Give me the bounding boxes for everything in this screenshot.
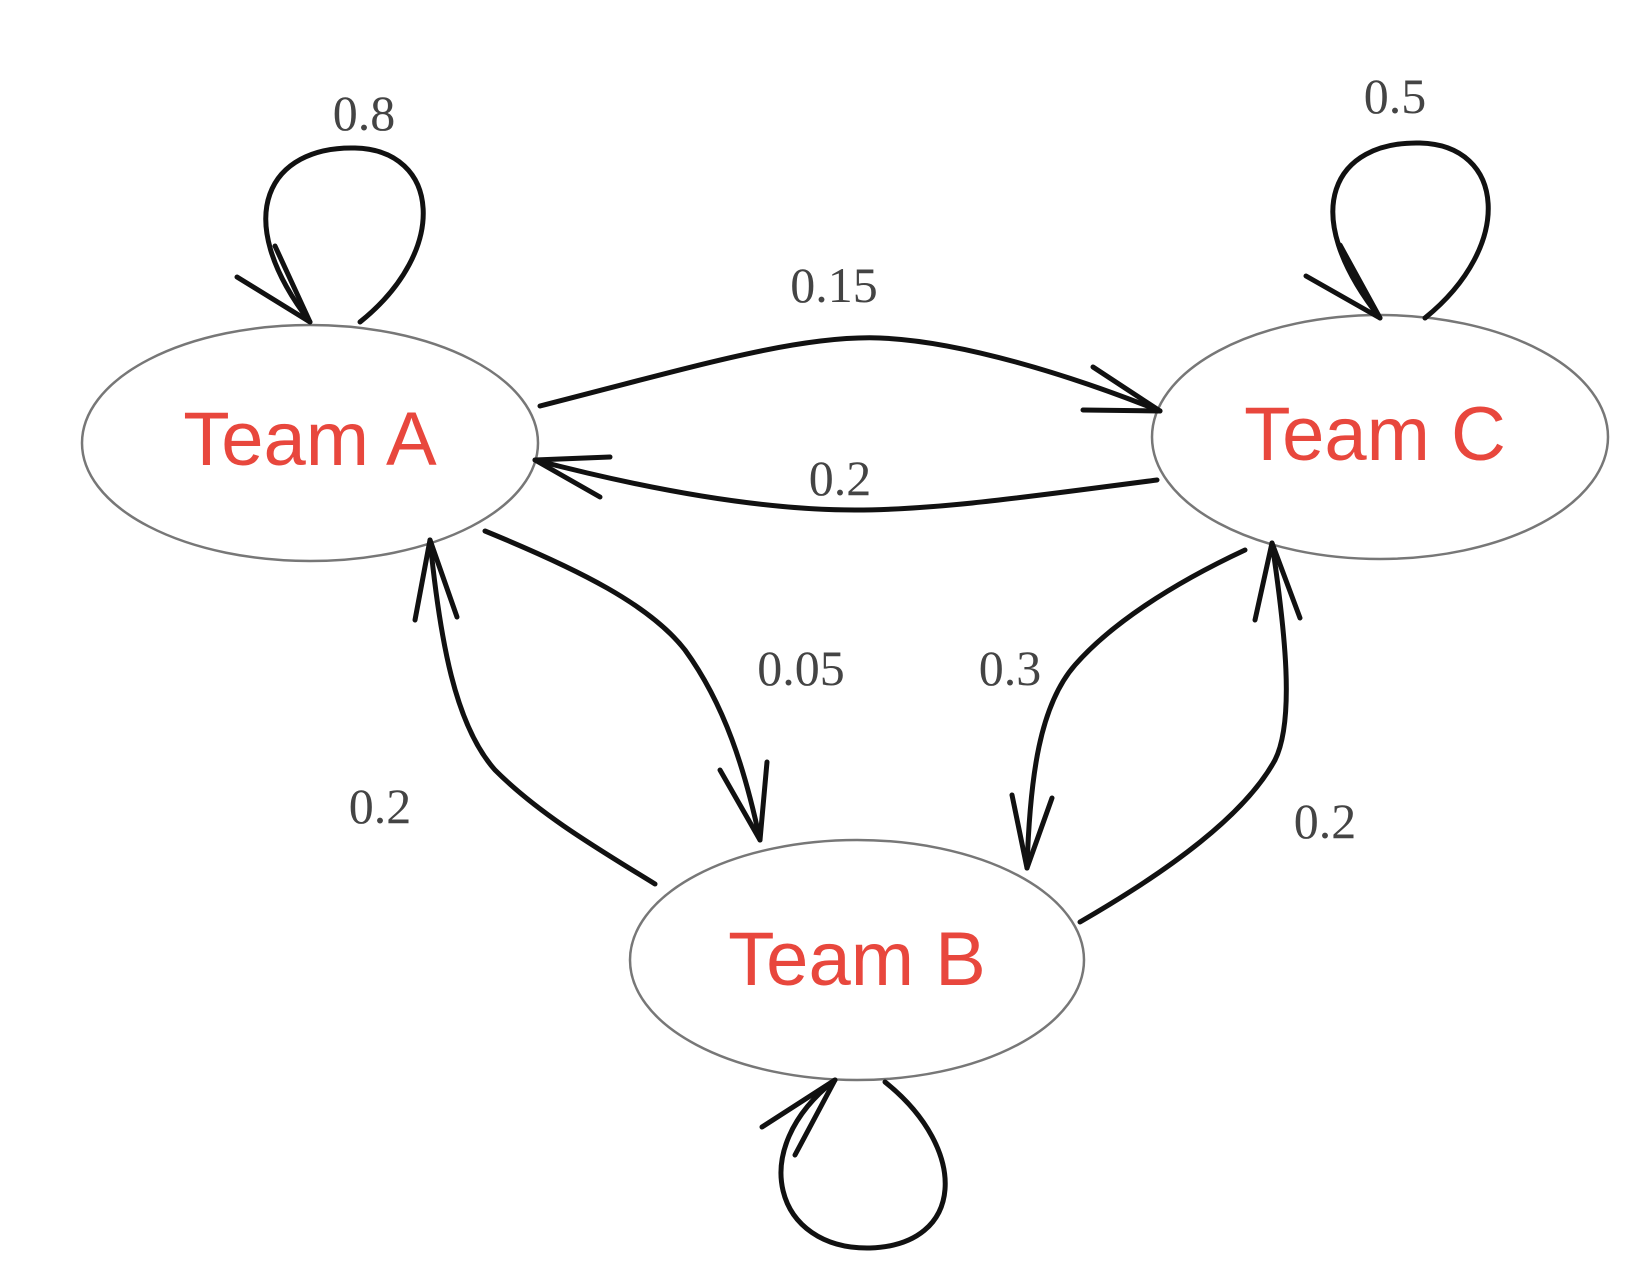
edge-a-to-a-arrowhead: [234, 243, 313, 325]
node-team-b: Team B: [628, 838, 1086, 1082]
edge-b-to-a: [412, 537, 658, 887]
edge-a-to-c-line: [537, 335, 1163, 414]
edge-a-to-c: [537, 335, 1163, 414]
edge-b-to-b-arrowhead: [759, 1077, 838, 1158]
edge-b-to-c-arrowhead: [1252, 540, 1303, 623]
edge-c-to-a-line: [532, 457, 1160, 513]
edge-c-to-c-arrowhead: [1303, 242, 1383, 321]
edge-a-to-a-label: 0.8: [333, 85, 396, 141]
edge-b-to-c-line: [1077, 540, 1289, 925]
edge-c-to-c-line: [1330, 140, 1491, 321]
edge-c-to-a-arrowhead: [532, 454, 613, 500]
node-team-c: Team C: [1150, 313, 1610, 561]
node-team-b-label: Team B: [728, 917, 986, 1002]
edge-a-to-a-line: [263, 145, 426, 325]
edge-c-to-c: [1303, 140, 1491, 321]
edge-b-to-c-label: 0.2: [1294, 793, 1357, 849]
edge-c-to-a: [532, 454, 1160, 513]
edge-c-to-b-label: 0.3: [979, 640, 1042, 696]
edge-a-to-c-label: 0.15: [790, 257, 878, 313]
edge-a-to-b-line: [482, 528, 763, 843]
edge-b-to-a-label: 0.2: [349, 778, 412, 834]
edge-c-to-b-arrowhead: [1009, 792, 1055, 871]
edge-b-to-c: [1077, 540, 1303, 925]
node-team-a-ellipse: [80, 323, 540, 563]
edge-c-to-a-label: 0.2: [809, 450, 872, 506]
edge-b-to-b: [759, 1077, 948, 1251]
edge-a-to-a: [234, 145, 426, 325]
node-team-c-label: Team C: [1244, 392, 1506, 477]
edge-c-to-c-label: 0.5: [1364, 68, 1427, 124]
edge-b-to-a-arrowhead: [412, 537, 460, 623]
edge-a-to-b: [482, 528, 770, 843]
edge-b-to-b-line: [778, 1077, 948, 1251]
edge-b-to-a-line: [427, 537, 658, 887]
edge-c-to-b: [1009, 547, 1248, 871]
edge-a-to-b-label: 0.05: [757, 640, 845, 696]
node-team-b-ellipse: [628, 838, 1086, 1082]
node-team-a: Team A: [80, 323, 540, 563]
edge-a-to-c-arrowhead: [1080, 364, 1163, 414]
edge-c-to-b-line: [1024, 547, 1248, 871]
edge-a-to-b-arrowhead: [717, 759, 770, 843]
node-team-a-label: Team A: [183, 397, 437, 482]
